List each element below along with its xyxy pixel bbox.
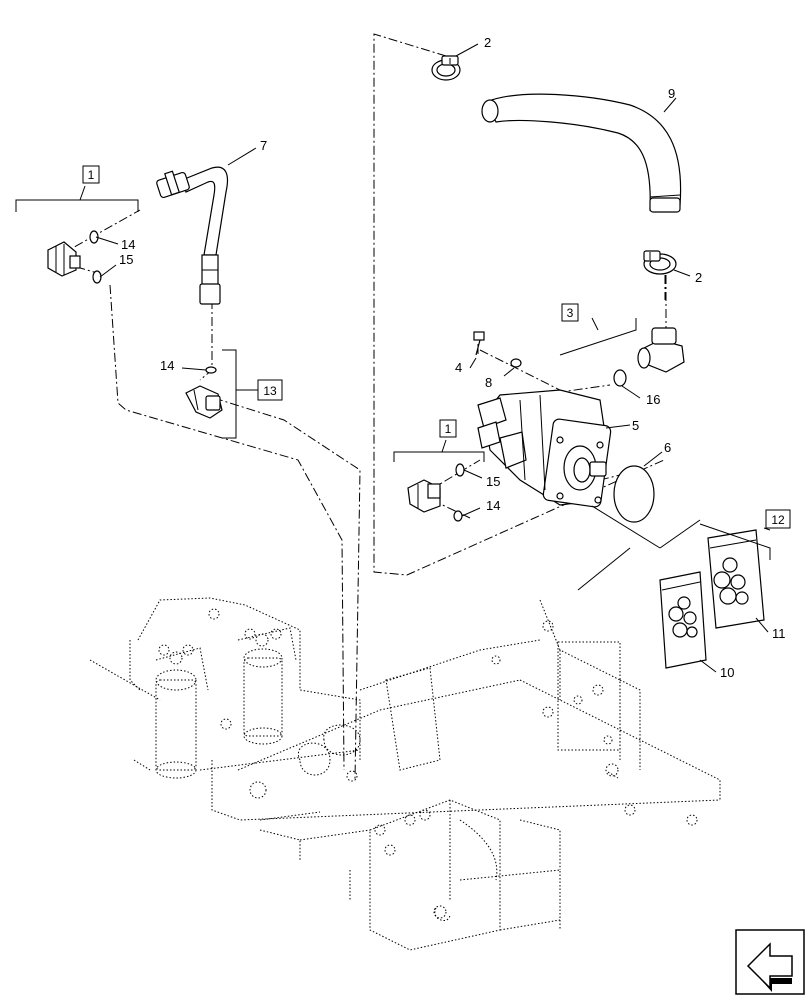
- callout-15-left: 15: [119, 252, 133, 267]
- callout-box-3-label: 3: [567, 306, 574, 320]
- o-ring-14-middle: [205, 366, 217, 374]
- elbow-fitting-lower: [407, 479, 441, 513]
- elbow-fitting-right: [637, 327, 685, 373]
- callout-2-bottom: 2: [695, 270, 702, 285]
- callout-box-13-label: 13: [263, 384, 277, 398]
- callout-2-top: 2: [484, 35, 491, 50]
- group-bracket-1-lower: [393, 439, 485, 462]
- callout-14-left: 14: [121, 237, 135, 252]
- callout-7: 7: [260, 138, 267, 153]
- machine-frame-background: [89, 597, 721, 951]
- hose-clamp-top: [431, 55, 461, 81]
- detail-lines: [577, 505, 701, 591]
- callout-14-middle: 14: [160, 358, 174, 373]
- callout-10: 10: [720, 665, 734, 680]
- callout-box-13: [257, 379, 283, 401]
- callout-box-12: [765, 509, 791, 529]
- washer: [510, 358, 522, 368]
- hydraulic-pump: [477, 389, 612, 508]
- callout-8: 8: [485, 375, 492, 390]
- callout-16: 16: [646, 392, 660, 407]
- o-ring-15-lower: [455, 463, 465, 477]
- o-ring-6: [613, 465, 655, 523]
- bolt: [473, 331, 485, 356]
- seal-kit-bag-11: [707, 529, 765, 629]
- leader-lines: [95, 43, 769, 673]
- callout-14-lower: 14: [486, 498, 500, 513]
- group-bracket-left: [15, 185, 139, 212]
- callout-box-1-lower-label: 1: [445, 422, 452, 436]
- callout-11: 11: [772, 626, 786, 641]
- elbow-fitting-13: [185, 385, 223, 419]
- callout-box-1-left: [82, 165, 100, 184]
- callout-box-3: [561, 303, 579, 322]
- callout-box-1-lower: [439, 419, 457, 438]
- o-ring-14-lower: [453, 510, 463, 522]
- hose-clamp-bottom: [643, 250, 677, 275]
- callout-15-lower: 15: [486, 474, 500, 489]
- callout-9: 9: [668, 86, 675, 101]
- group-bracket-3: [559, 317, 637, 356]
- o-ring-15-left: [92, 270, 102, 284]
- group-bracket-13: [222, 349, 258, 439]
- group-bracket-12: [699, 523, 771, 560]
- back-arrow-icon[interactable]: [735, 929, 805, 995]
- o-ring-14-left: [89, 230, 99, 244]
- hydraulic-line: [156, 166, 229, 305]
- callout-6: 6: [664, 440, 671, 455]
- callout-box-12-label: 12: [771, 513, 785, 527]
- callout-box-1-left-label: 1: [88, 168, 95, 182]
- callout-4: 4: [455, 360, 462, 375]
- elbow-fitting-left: [47, 241, 81, 277]
- o-ring-16: [613, 369, 627, 387]
- callout-5: 5: [632, 418, 639, 433]
- seal-kit-bag-10: [659, 571, 707, 669]
- suction-hose: [481, 93, 682, 213]
